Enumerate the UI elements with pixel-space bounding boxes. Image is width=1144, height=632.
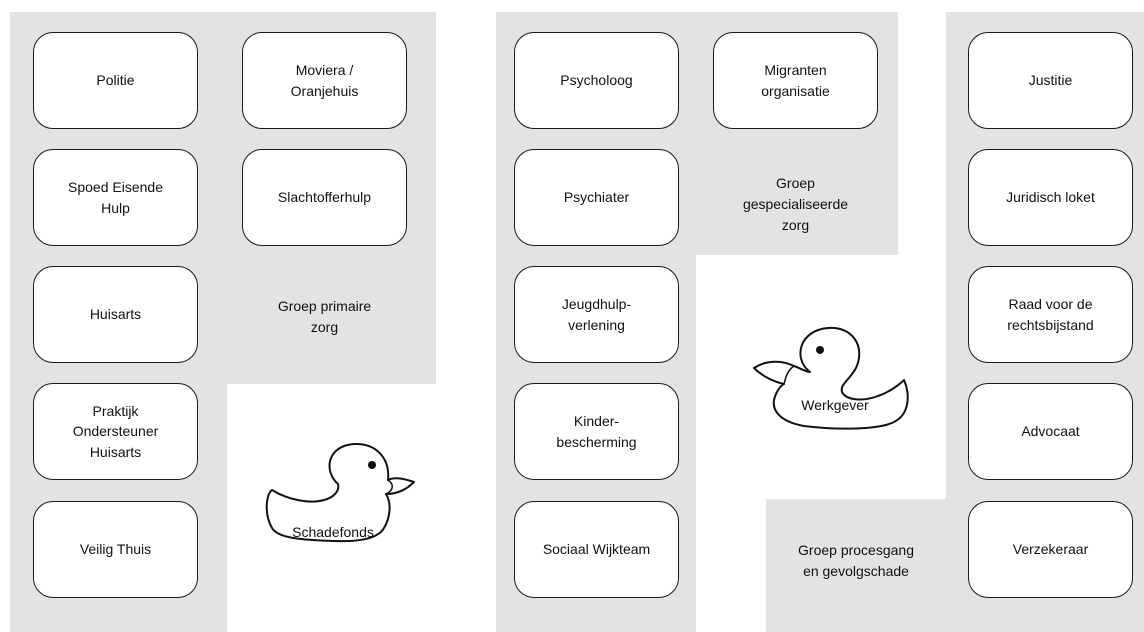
box-justitie: Justitie [968,32,1133,129]
box-psycholoog: Psycholoog [514,32,679,129]
duck-schadefonds-icon [265,442,415,543]
box-huisarts: Huisarts [33,266,198,363]
legal-group-area-lower [766,499,946,632]
box-sociaal-wijkteam: Sociaal Wijkteam [514,501,679,598]
box-advocaat: Advocaat [968,383,1133,480]
duck-schadefonds-label: Schadefonds [292,524,374,540]
box-migranten-organisatie: Migranten organisatie [713,32,878,129]
box-verzekeraar: Verzekeraar [968,501,1133,598]
box-politie: Politie [33,32,198,129]
duck-werkgever-icon [753,326,909,430]
box-psychiater: Psychiater [514,149,679,246]
duck-werkgever-label: Werkgever [801,397,869,413]
box-raad-voor-de-rechtsbijstand: Raad voor de rechtsbijstand [968,266,1133,363]
box-veilig-thuis: Veilig Thuis [33,501,198,598]
legal-group-title: Groep procesgang en gevolgschade [798,542,914,579]
specialised-care-group-title: Groep gespecialiseerde zorg [742,175,849,233]
primary-care-group-title: Groep primaire zorg [277,298,372,335]
box-slachtofferhulp: Slachtofferhulp [242,149,407,246]
box-moviera-oranjehuis: Moviera / Oranjehuis [242,32,407,129]
box-spoed-eisende-hulp: Spoed Eisende Hulp [33,149,198,246]
box-jeugdhulpverlening: Jeugdhulp- verlening [514,266,679,363]
box-juridisch-loket: Juridisch loket [968,149,1133,246]
box-praktijk-ondersteuner-huisarts: Praktijk Ondersteuner Huisarts [33,383,198,480]
box-kinderbescherming: Kinder- bescherming [514,383,679,480]
